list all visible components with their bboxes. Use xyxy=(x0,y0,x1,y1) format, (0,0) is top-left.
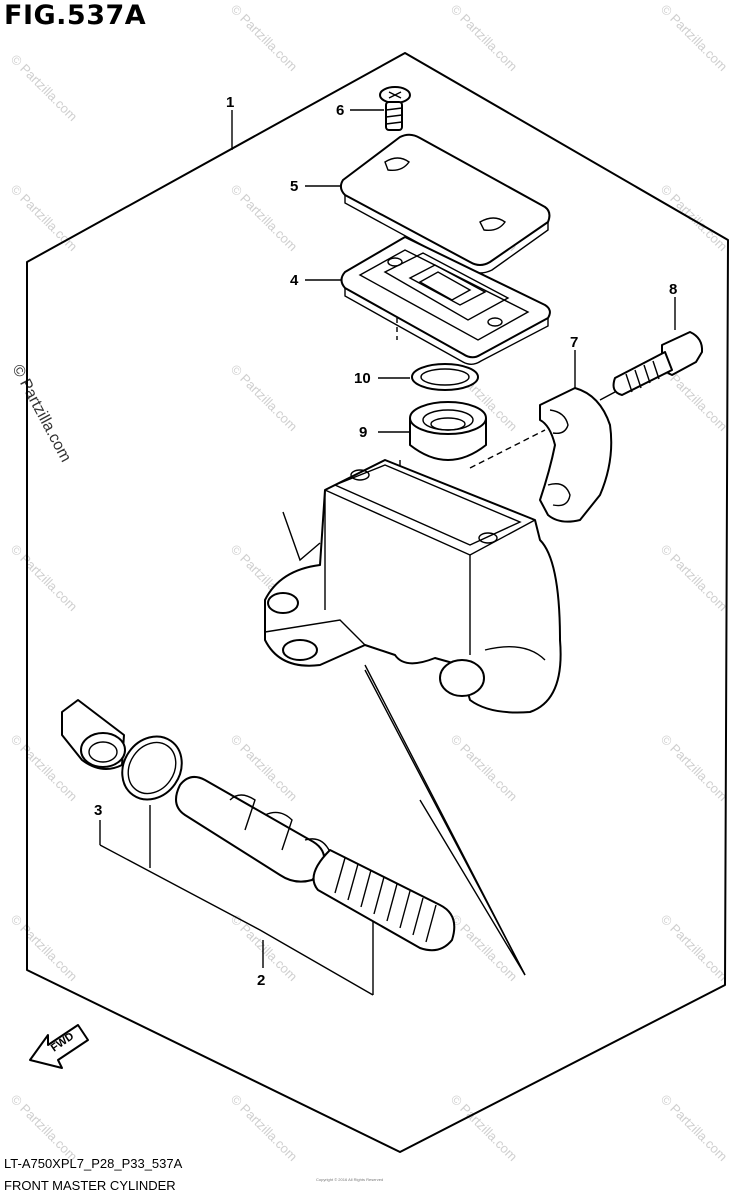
master-cylinder-body xyxy=(264,459,562,714)
piston-spring-part-2 xyxy=(175,775,456,952)
watermark: © Partzilla.com xyxy=(658,182,731,255)
watermark: © Partzilla.com xyxy=(658,2,731,75)
figure-caption: FRONT MASTER CYLINDER xyxy=(4,1178,176,1193)
watermark: © Partzilla.com xyxy=(8,912,81,985)
callout-labels: 1 2 3 4 5 6 7 8 9 10 xyxy=(94,94,677,989)
callout-1: 1 xyxy=(226,94,234,111)
callout-7: 7 xyxy=(570,334,578,351)
bolt-part-8 xyxy=(612,331,704,396)
watermark: © Partzilla.com xyxy=(658,542,731,615)
snap-ring-part-3 xyxy=(121,735,183,801)
watermark: © Partzilla.com xyxy=(8,182,81,255)
screw-part-6 xyxy=(379,86,411,131)
dust-boot-part-3 xyxy=(61,699,126,770)
copyright-fine-print: Copyright © 2016 All Rights Reserved xyxy=(316,1177,384,1182)
callout-2: 2 xyxy=(257,972,265,989)
watermark: © Partzilla.com xyxy=(228,732,301,805)
watermark: © Partzilla.com xyxy=(8,542,81,615)
watermark: © Partzilla.com xyxy=(658,912,731,985)
watermark: © Partzilla.com xyxy=(448,2,521,75)
watermark: © Partzilla.com xyxy=(228,362,301,435)
callout-9: 9 xyxy=(359,424,367,441)
watermark-vertical: © Partzilla.com xyxy=(8,362,74,465)
watermark: © Partzilla.com xyxy=(658,732,731,805)
callout-5: 5 xyxy=(290,178,298,195)
watermark: © Partzilla.com xyxy=(228,1092,301,1165)
watermark: © Partzilla.com xyxy=(448,1092,521,1165)
callout-4: 4 xyxy=(290,272,299,289)
o-ring-part-10 xyxy=(411,363,479,391)
watermark: © Partzilla.com xyxy=(448,912,521,985)
model-code: LT-A750XPL7_P28_P33_537A xyxy=(4,1156,183,1171)
callout-10: 10 xyxy=(354,370,371,387)
assembly-outline xyxy=(26,52,729,1153)
callout-3: 3 xyxy=(94,802,102,819)
watermark: © Partzilla.com xyxy=(228,2,301,75)
callout-8: 8 xyxy=(669,281,677,298)
clamp-part-7 xyxy=(539,387,613,523)
watermark: © Partzilla.com xyxy=(8,1092,81,1165)
bushing-part-9 xyxy=(409,401,487,461)
watermark: © Partzilla.com xyxy=(658,1092,731,1165)
forward-direction-arrow: FWD xyxy=(29,1024,89,1069)
reservoir-cap-part-5 xyxy=(339,133,551,274)
figure-title: FIG.537A xyxy=(4,0,147,31)
diaphragm-part-4 xyxy=(340,236,551,365)
callout-6: 6 xyxy=(336,102,344,119)
watermark: © Partzilla.com xyxy=(8,52,81,125)
watermark: © Partzilla.com xyxy=(448,732,521,805)
